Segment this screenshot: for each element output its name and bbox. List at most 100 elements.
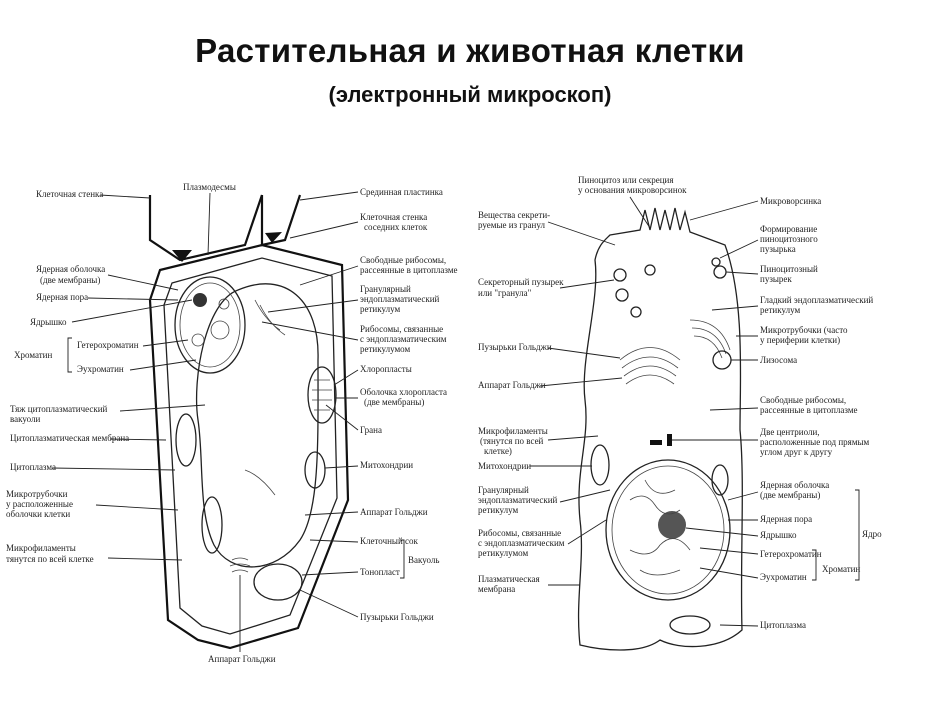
- label-animal-rough-er: Гранулярный: [478, 485, 529, 495]
- label-secreted-substances: Вещества секрети-: [478, 210, 550, 220]
- label-plasma-membrane-animal: Плазматическая: [478, 574, 540, 584]
- label-pinocytotic-vesicle-2: пузырек: [760, 274, 792, 284]
- label-animal-free-ribosomes: Свободные рибосомы,: [760, 395, 846, 405]
- animal-nucleolus: [658, 511, 686, 539]
- label-euchromatin: Эухроматин: [77, 364, 124, 374]
- label-free-ribosomes-scattered: рассеянные в цитоплазме: [360, 265, 458, 275]
- label-cell-walls-neighbor: Клеточная стенка: [360, 212, 427, 222]
- label-grana: Грана: [360, 425, 382, 435]
- chloroplast: [175, 413, 197, 467]
- golgi-apparatus: [229, 557, 251, 573]
- label-animal-nuclear-envelope: Ядерная оболочка: [760, 480, 829, 490]
- label-cell-envelope: оболочки клетки: [6, 509, 70, 519]
- label-plasmodesmata: Плазмодесмы: [183, 182, 236, 192]
- animal-mitochondrion: [669, 615, 711, 635]
- label-animal-euchromatin: Эухроматин: [760, 572, 807, 582]
- label-cytoplasm: Цитоплазма: [10, 462, 56, 472]
- page-title: Растительная и животная клетки: [195, 32, 745, 69]
- label-animal-golgi-vesicles: Пузырьки Гольджи: [478, 342, 552, 352]
- label-vacuole-strand: вакуоли: [10, 414, 41, 424]
- middle-lamella-mark: [265, 232, 282, 243]
- label-animal-bound-ribosomes: Рибосомы, связанные: [478, 528, 561, 538]
- label-neighbor-cells: соседних клеток: [364, 222, 428, 232]
- plant-labels-left: Клеточная стенка Ядерная оболочка (две м…: [6, 189, 206, 564]
- label-plasma-membrane: Цитоплазматическая мембрана: [10, 433, 129, 443]
- label-rough-er-3: ретикулум: [360, 304, 400, 314]
- pinocytotic-vesicle: [713, 265, 727, 279]
- label-animal-nuclear-pore: Ядерная пора: [760, 514, 812, 524]
- label-smooth-er: Гладкий эндоплазматический: [760, 295, 873, 305]
- label-animal-two-membranes: (две мембраны): [760, 490, 820, 500]
- lysosome: [712, 350, 732, 370]
- label-microtubules-located: у расположенные: [6, 499, 73, 509]
- label-tonoplast: Тонопласт: [360, 567, 400, 577]
- label-microvillus: Микроворсинка: [760, 196, 821, 206]
- middle-lamella-mark: [172, 250, 192, 262]
- label-animal-heterochromatin: Гетерохроматин: [760, 549, 822, 559]
- plant-labels-right: Срединная пластинка Клеточная стенка сос…: [261, 187, 458, 622]
- label-microfilaments-extend: тянутся по всей клетке: [6, 554, 94, 564]
- label-chloroplast-envelope: Оболочка хлоропласта: [360, 387, 447, 397]
- label-chloroplasts: Хлоропласты: [360, 364, 412, 374]
- animal-golgi: [619, 347, 681, 385]
- animal-labels-left: Вещества секрети- руемые из гранул Секре…: [478, 210, 623, 594]
- label-animal-nucleolus: Ядрышко: [760, 530, 797, 540]
- label-nucleolus: Ядрышко: [30, 317, 67, 327]
- label-golgi-right: Аппарат Гольджи: [360, 507, 428, 517]
- animal-cell-drawing: [577, 207, 743, 651]
- animal-labels-right: Микроворсинка Формирование пиноцитозного…: [672, 196, 882, 630]
- secretory-granule: [613, 268, 627, 282]
- chloroplast: [307, 366, 337, 424]
- centriole: [650, 440, 662, 445]
- label-animal-microfilaments: Микрофиламенты: [478, 426, 548, 436]
- label-animal-chromatin: Хроматин: [822, 564, 860, 574]
- label-lysosome: Лизосома: [760, 355, 797, 365]
- label-cytoplasmic-strand: Тяж цитоплазматический: [10, 404, 108, 414]
- label-chromatin: Хроматин: [14, 350, 52, 360]
- label-animal-microfilaments-3: клетке): [484, 446, 512, 456]
- animal-nucleus: [605, 459, 731, 601]
- label-nuclear-pore: Ядерная пора: [36, 292, 88, 302]
- label-pinocytotic-formation-2: пиноцитозного: [760, 234, 818, 244]
- label-pinocytosis-2: у основания микроворсинок: [578, 185, 687, 195]
- label-rough-er-2: эндоплазматический: [360, 294, 440, 304]
- nucleolus: [193, 293, 207, 307]
- label-animal-rough-er-2: эндоплазматический: [478, 495, 558, 505]
- animal-mitochondrion: [590, 444, 610, 486]
- vacuole: [195, 283, 319, 568]
- label-animal-bound-ribosomes-3: ретикулумом: [478, 548, 528, 558]
- label-free-ribosomes: Свободные рибосомы,: [360, 255, 446, 265]
- label-cell-wall: Клеточная стенка: [36, 189, 103, 199]
- label-rough-er: Гранулярный: [360, 284, 411, 294]
- label-animal-free-ribosomes-2: рассеянные в цитоплазме: [760, 405, 858, 415]
- label-secretory-vesicle: Секреторный пузырек: [478, 277, 564, 287]
- label-two-membranes: (две мембраны): [40, 275, 100, 285]
- label-plasma-membrane-animal-2: мембрана: [478, 584, 515, 594]
- label-microfilaments: Микрофиламенты: [6, 543, 76, 553]
- label-bound-ribosomes: Рибосомы, связанные: [360, 324, 443, 334]
- label-smooth-er-2: ретикулум: [760, 305, 800, 315]
- small-vacuole: [253, 563, 303, 601]
- label-animal-mitochondria: Митохондрии: [478, 461, 531, 471]
- label-golgi-bottom: Аппарат Гольджи: [208, 654, 276, 664]
- label-animal-bound-ribosomes-2: с эндоплазматическим: [478, 538, 565, 548]
- label-vacuole: Вакуоль: [408, 555, 440, 565]
- page-subtitle: (электронный микроскоп): [328, 82, 612, 107]
- chloroplast: [201, 496, 223, 554]
- label-golgi-vesicles: Пузырьки Гольджи: [360, 612, 434, 622]
- label-centrioles-2: расположенные под прямым: [760, 437, 870, 447]
- label-cell-sap: Клеточный сок: [360, 536, 419, 546]
- label-pinocytosis: Пиноцитоз или секреция: [578, 175, 674, 185]
- label-bound-ribosomes-2: с эндоплазматическим: [360, 334, 447, 344]
- nucleus: [174, 276, 246, 374]
- label-animal-golgi: Аппарат Гольджи: [478, 380, 546, 390]
- label-secreted-substances-2: руемые из гранул: [478, 220, 545, 230]
- label-animal-rough-er-3: ретикулум: [478, 505, 518, 515]
- label-animal-cytoplasm: Цитоплазма: [760, 620, 806, 630]
- label-bound-ribosomes-3: ретикулумом: [360, 344, 410, 354]
- label-mitochondria: Митохондрии: [360, 460, 413, 470]
- label-microtubules: Микротрубочки: [6, 489, 68, 499]
- label-animal-nucleus: Ядро: [862, 529, 882, 539]
- label-centrioles-3: углом друг к другу: [760, 447, 833, 457]
